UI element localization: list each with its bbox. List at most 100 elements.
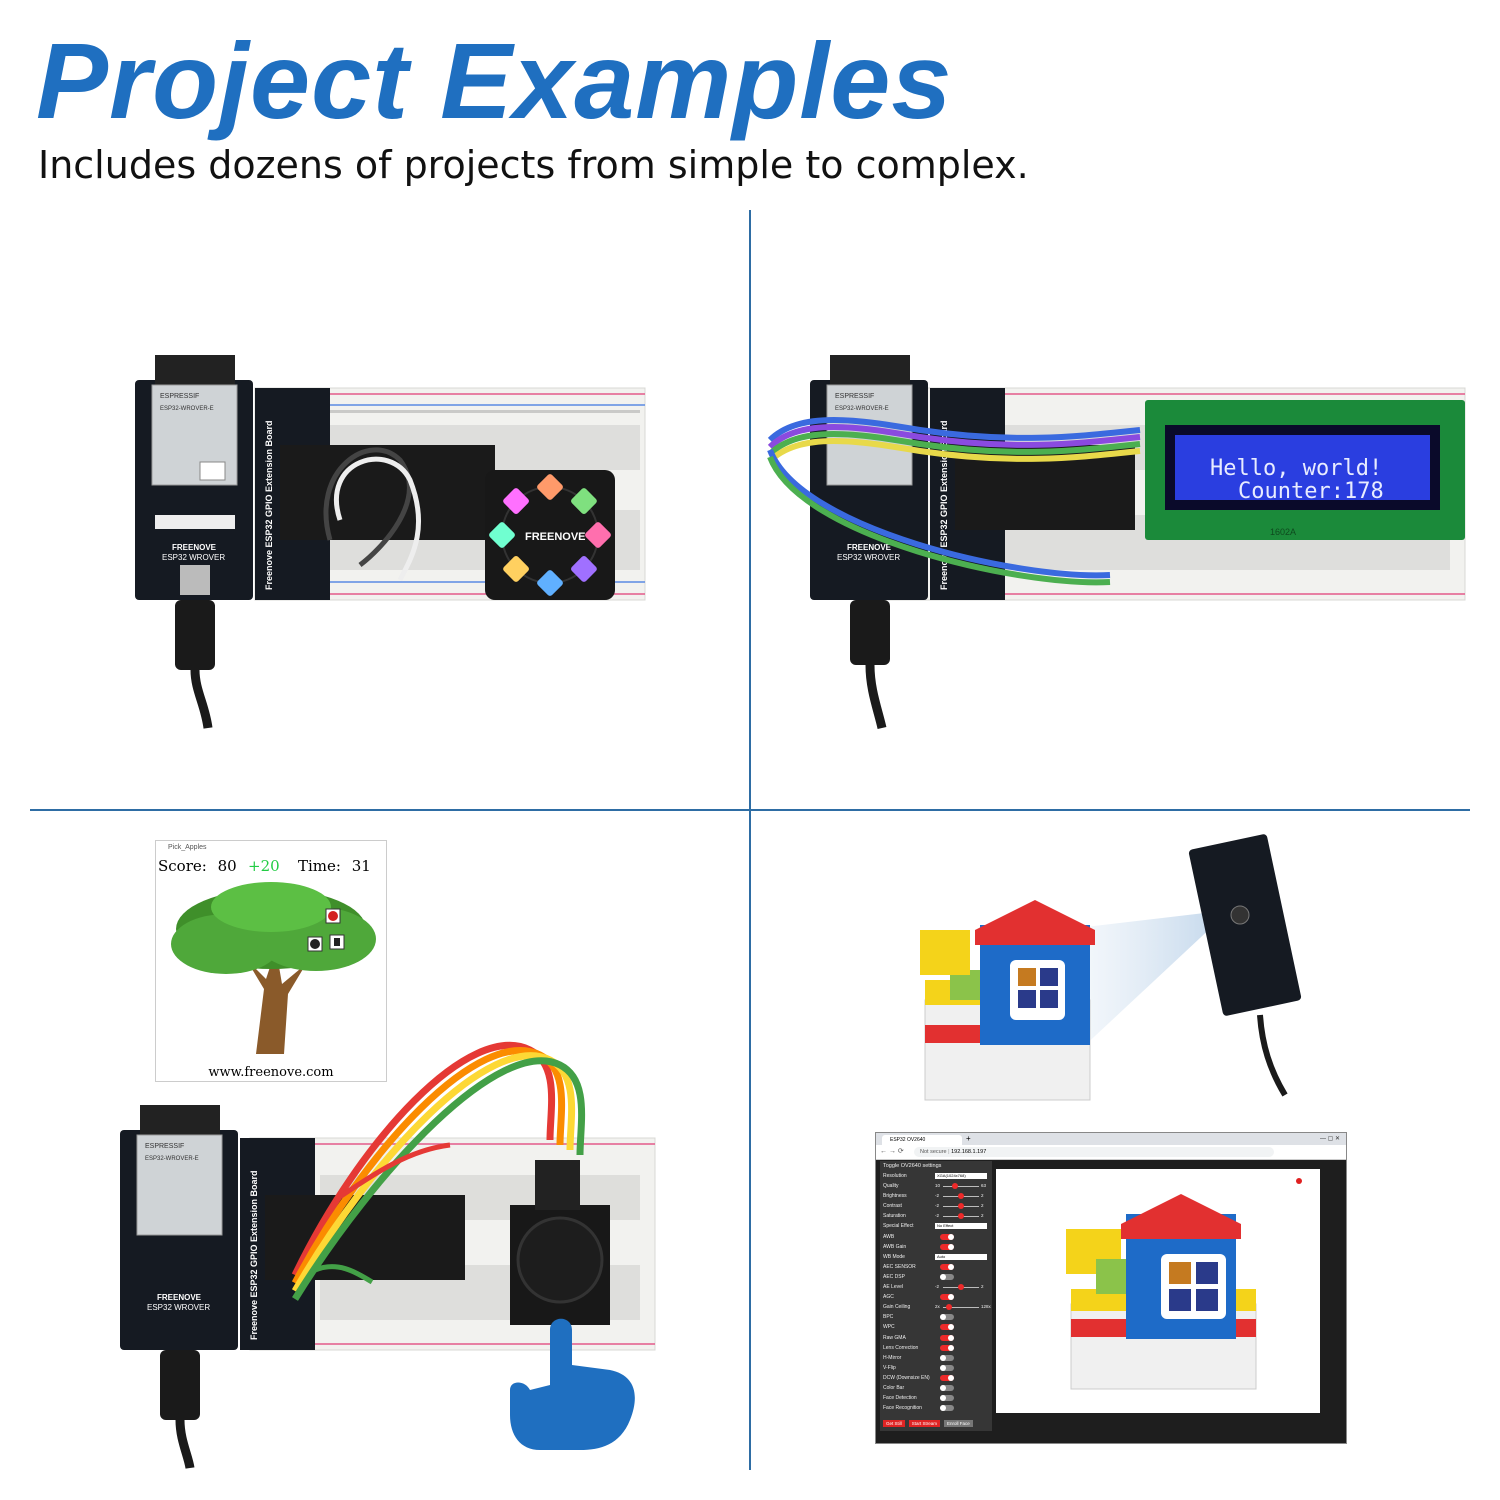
toggle-knob	[940, 1384, 946, 1391]
stream-image	[1066, 1178, 1302, 1390]
slider-thumb[interactable]	[946, 1304, 952, 1311]
setting-label: Special Effect	[883, 1223, 914, 1230]
url-field[interactable]: Not secure | 192.168.1.197	[914, 1147, 1274, 1157]
time-value: 31	[351, 857, 371, 875]
setting-row: WB Mode Auto	[880, 1252, 992, 1262]
enroll-face-button[interactable]: Enroll Face	[944, 1420, 973, 1427]
setting-slider[interactable]	[943, 1183, 979, 1190]
browser-tab[interactable]: ESP32 OV2640	[882, 1135, 962, 1145]
slider-thumb[interactable]	[952, 1183, 958, 1190]
setting-label: AWB	[883, 1233, 895, 1240]
setting-row: Contrast -2 2	[880, 1201, 992, 1211]
setting-select[interactable]: Auto	[935, 1253, 987, 1260]
usb-cable	[160, 1350, 200, 1420]
setting-toggle[interactable]	[940, 1405, 954, 1412]
setting-slider[interactable]	[943, 1193, 979, 1200]
led-1	[537, 474, 563, 500]
lcd-model: 1602A	[1270, 527, 1296, 537]
lcd-screen	[1175, 435, 1430, 500]
led-2	[571, 488, 597, 514]
page-subtitle: Includes dozens of projects from simple …	[38, 143, 1029, 187]
slider-thumb[interactable]	[958, 1203, 964, 1210]
slider-max: 2	[981, 1284, 984, 1290]
setting-label: WPC	[883, 1324, 895, 1331]
setting-row: AGC	[880, 1292, 992, 1302]
setting-row: V-Flip	[880, 1363, 992, 1373]
lcd-project: ESPRESSIF ESP32-WROVER-E FREENOVE ESP32 …	[767, 355, 1466, 730]
led-6	[503, 556, 529, 582]
start-stream-button[interactable]: Start Stream	[908, 1420, 941, 1427]
window-controls-icon[interactable]: — ▢ ✕	[1319, 1136, 1340, 1142]
ext-board-label: Freenove ESP32 GPIO Extension Board	[939, 420, 949, 590]
setting-toggle[interactable]	[940, 1263, 954, 1270]
slider-min: 10	[935, 1183, 941, 1189]
esp32-camera-board	[1188, 834, 1302, 1016]
setting-select[interactable]: No Effect	[935, 1223, 987, 1230]
setting-toggle[interactable]	[940, 1314, 954, 1321]
setting-label: AEC SENSOR	[883, 1263, 916, 1270]
setting-toggle[interactable]	[940, 1233, 954, 1240]
setting-toggle[interactable]	[940, 1294, 954, 1301]
toggle-knob	[940, 1273, 946, 1280]
time-label: Time:	[298, 857, 341, 875]
get-still-button[interactable]: Get Still	[883, 1420, 905, 1427]
new-tab-icon[interactable]: +	[966, 1134, 971, 1143]
toggle-knob	[948, 1243, 954, 1250]
slider-thumb[interactable]	[958, 1193, 964, 1200]
toggle-knob	[948, 1233, 954, 1240]
toggle-knob	[948, 1334, 954, 1341]
setting-toggle[interactable]	[940, 1395, 954, 1402]
setting-toggle[interactable]	[940, 1374, 954, 1381]
board-brand: ESPRESSIF	[160, 393, 199, 400]
setting-label: BPC	[883, 1314, 894, 1321]
browser-tab-bar: ESP32 OV2640 + — ▢ ✕	[876, 1133, 1346, 1145]
browser-window: ESP32 OV2640 + — ▢ ✕ ← → ⟳ Not secure | …	[875, 1132, 1347, 1444]
setting-row: AWB	[880, 1232, 992, 1242]
pointing-hand-icon	[510, 1318, 635, 1450]
setting-toggle[interactable]	[940, 1273, 954, 1280]
board-brand: ESPRESSIF	[145, 1143, 184, 1150]
slider-max: 63	[981, 1183, 987, 1189]
ext-board-label: Freenove ESP32 GPIO Extension Board	[249, 1170, 259, 1340]
camera-scene	[920, 834, 1302, 1101]
setting-row: Face Recognition	[880, 1403, 992, 1413]
setting-slider[interactable]	[943, 1284, 979, 1291]
lego-house	[920, 900, 1095, 1101]
setting-slider[interactable]	[943, 1213, 979, 1220]
joystick-project: ESPRESSIF ESP32-WROVER-E FREENOVE ESP32 …	[120, 1041, 656, 1469]
setting-toggle[interactable]	[940, 1344, 954, 1351]
slider-min: -2	[935, 1203, 940, 1209]
board-module: ESP32-WROVER-E	[835, 406, 889, 412]
setting-slider[interactable]	[943, 1203, 979, 1210]
joystick-knob[interactable]	[516, 1216, 604, 1304]
setting-slider[interactable]	[943, 1304, 979, 1311]
setting-row: BPC	[880, 1312, 992, 1322]
slider-thumb[interactable]	[958, 1284, 964, 1291]
ext-board-label: Freenove ESP32 GPIO Extension Board	[264, 420, 274, 590]
slider-max: 2	[981, 1203, 984, 1209]
setting-label: AGC	[883, 1294, 894, 1301]
setting-label: AWB Gain	[883, 1243, 907, 1250]
setting-toggle[interactable]	[940, 1364, 954, 1371]
setting-row: Face Detection	[880, 1393, 992, 1403]
led-7	[489, 522, 515, 548]
toggle-knob	[948, 1374, 954, 1381]
slider-thumb[interactable]	[958, 1213, 964, 1220]
setting-label: Contrast	[883, 1203, 902, 1210]
setting-row: DCW (Downsize EN)	[880, 1373, 992, 1383]
setting-toggle[interactable]	[940, 1324, 954, 1331]
setting-toggle[interactable]	[940, 1243, 954, 1250]
nav-icons[interactable]: ← → ⟳	[880, 1148, 904, 1155]
setting-row: AEC SENSOR	[880, 1262, 992, 1272]
setting-toggle[interactable]	[940, 1384, 954, 1391]
settings-title[interactable]: Toggle OV2640 settings	[883, 1163, 942, 1169]
setting-label: WB Mode	[883, 1253, 905, 1260]
setting-toggle[interactable]	[940, 1334, 954, 1341]
setting-select[interactable]: XGA(1024x768)	[935, 1173, 987, 1179]
setting-toggle[interactable]	[940, 1354, 954, 1361]
slider-min: -2	[935, 1284, 940, 1290]
